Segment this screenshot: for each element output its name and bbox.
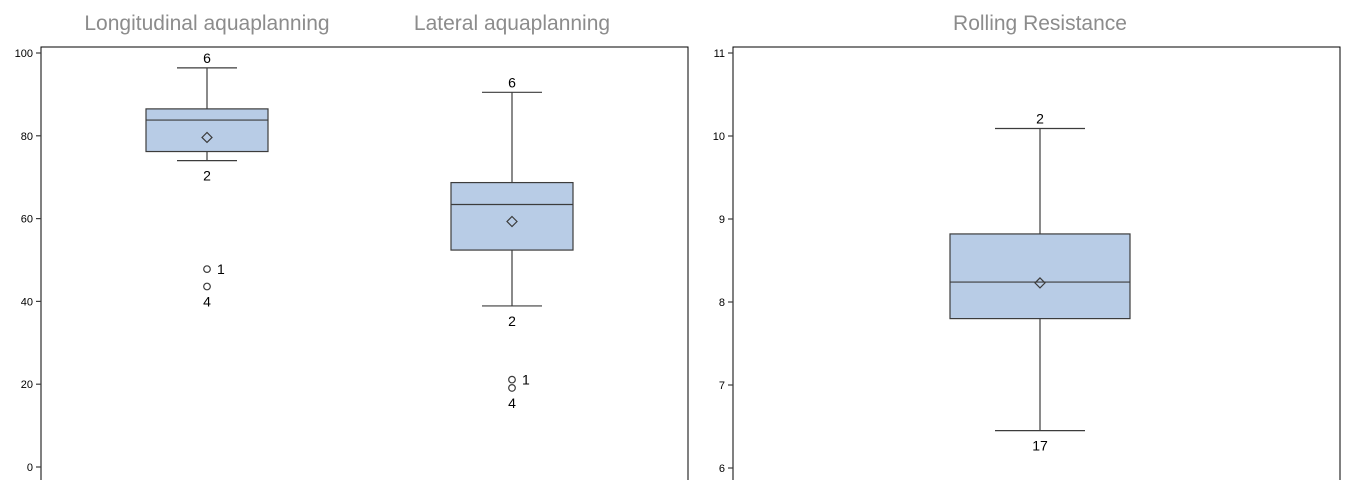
y-axis: 0 20 40 60 80 100 — [15, 48, 41, 474]
chart-title: Lateral aquaplanning — [414, 12, 610, 35]
outlier-label: 1 — [522, 372, 530, 388]
chart-title: Rolling Resistance — [953, 12, 1127, 35]
iqr-box — [949, 233, 1131, 320]
outlier-label: 1 — [217, 261, 225, 277]
y-tick-label: 20 — [21, 379, 33, 391]
observation-label: 17 — [1032, 438, 1048, 454]
outlier-point — [508, 375, 516, 384]
y-tick-label: 8 — [719, 297, 725, 309]
observation-label: 2 — [203, 168, 211, 184]
y-tick-label: 100 — [15, 48, 33, 60]
observation-label: 2 — [1036, 111, 1044, 127]
chart-title: Longitudinal aquaplanning — [84, 12, 329, 35]
outlier-point — [203, 265, 211, 274]
y-tick-label: 0 — [27, 462, 33, 474]
mean-marker — [201, 131, 213, 144]
y-tick-label: 10 — [713, 131, 725, 143]
observation-label: 6 — [203, 50, 211, 66]
iqr-box — [145, 108, 269, 153]
y-tick-label: 80 — [21, 131, 33, 143]
y-tick-label: 60 — [21, 214, 33, 226]
y-tick-label: 7 — [719, 380, 725, 392]
mean-marker — [1034, 277, 1046, 289]
boxplot-panel-2: 6 7 8 9 10 11 Rolling Resistance 2 17 — [713, 12, 1341, 480]
y-tick-label: 9 — [719, 214, 725, 226]
observation-label: 2 — [508, 313, 516, 329]
outlier-point — [203, 282, 211, 291]
box-series-1: Longitudinal aquaplanning 1 6 2 4 — [84, 12, 329, 309]
mean-marker — [506, 215, 518, 228]
observation-label: 4 — [508, 395, 516, 411]
box-series-2: Lateral aquaplanning 1 6 2 4 — [414, 12, 610, 411]
y-tick-label: 11 — [714, 48, 725, 60]
y-tick-label: 40 — [21, 296, 33, 308]
boxplot-panel-1: 0 20 40 60 80 100 Longitudinal aquaplanning 1 6 2… — [15, 12, 689, 480]
box-series-1: Rolling Resistance 2 17 — [949, 12, 1131, 454]
outlier-point — [508, 384, 516, 392]
y-tick-label: 6 — [719, 463, 725, 475]
plot-frame — [732, 46, 1341, 480]
observation-label: 4 — [203, 293, 211, 309]
plot-frame — [40, 46, 689, 480]
observation-label: 6 — [508, 74, 516, 90]
y-axis: 6 7 8 9 10 11 — [713, 48, 733, 475]
